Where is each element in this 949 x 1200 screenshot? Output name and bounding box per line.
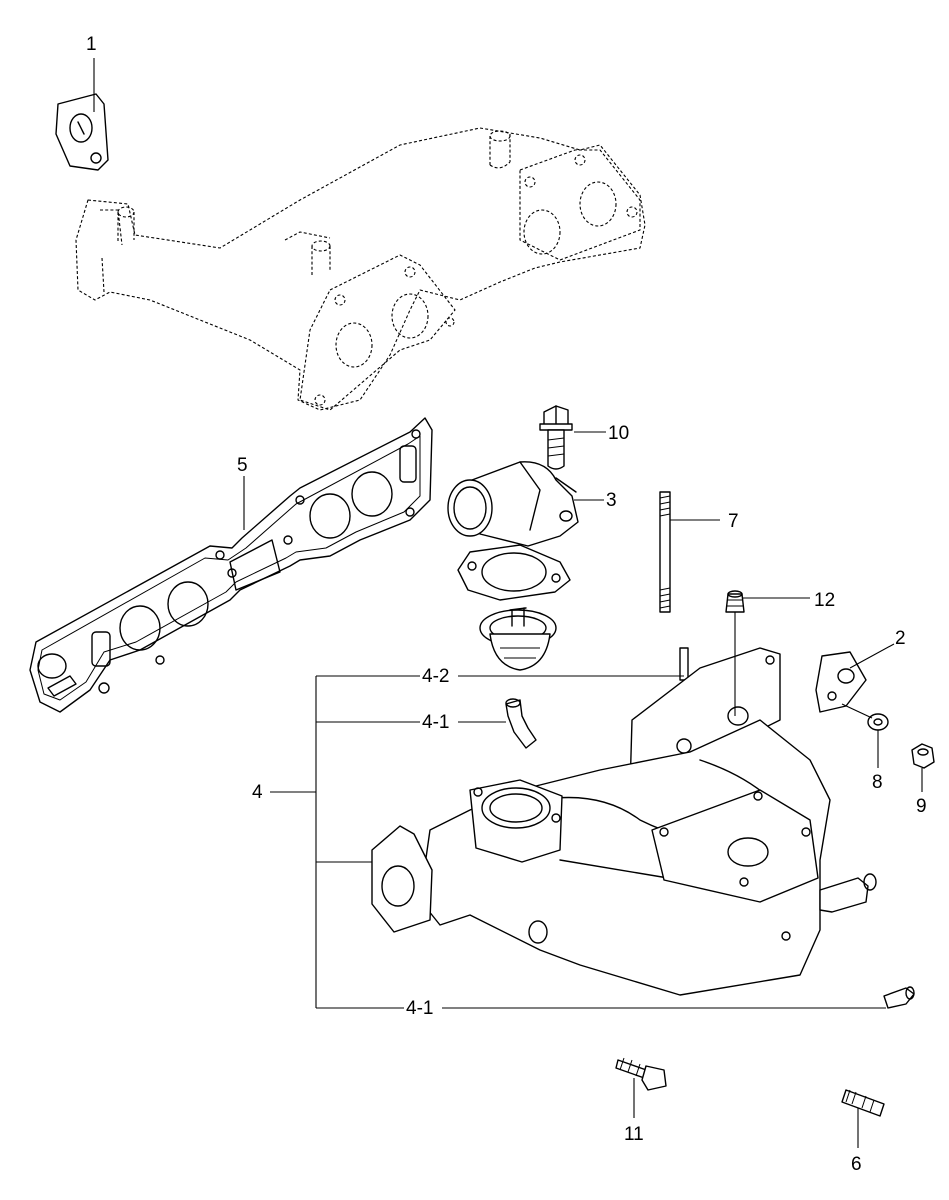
callout-4-1-bottom: 4-1 [406,998,433,1019]
part-1-bracket [55,93,109,171]
part-10-bolt [539,405,573,470]
callout-1: 1 [86,34,97,55]
part-3-water-outlet [447,461,579,547]
part-12-plug [725,590,745,613]
part-8-washer [867,713,889,731]
thermostat-gasket [457,544,571,601]
thermostat [479,607,557,671]
callout-7: 7 [728,511,739,532]
part-4-intake-manifold [371,647,915,1009]
part-11-flange-bolt [615,1057,667,1091]
callout-6: 6 [851,1154,862,1175]
callout-12: 12 [814,590,835,611]
callout-4: 4 [252,782,263,803]
exhaust-manifold-reference [75,127,646,411]
callout-4-2: 4-2 [422,666,449,687]
callout-8: 8 [872,772,883,793]
part-2-bracket [815,651,867,713]
part-6-stud [841,1089,885,1117]
callout-11: 11 [624,1124,644,1145]
callout-9: 9 [916,796,927,817]
callout-10: 10 [608,423,629,444]
callout-3: 3 [606,490,617,511]
callout-2: 2 [895,628,906,649]
part-9-nut [911,743,935,769]
part-7-stud [659,491,671,613]
callout-4-1-top: 4-1 [422,712,449,733]
callout-5: 5 [237,455,248,476]
callout-labels: 1 5 10 3 7 12 2 4-2 4-1 4 8 9 4-1 11 6 [86,34,927,1175]
part-5-gasket [29,417,433,713]
leader-lines [93,58,923,1148]
